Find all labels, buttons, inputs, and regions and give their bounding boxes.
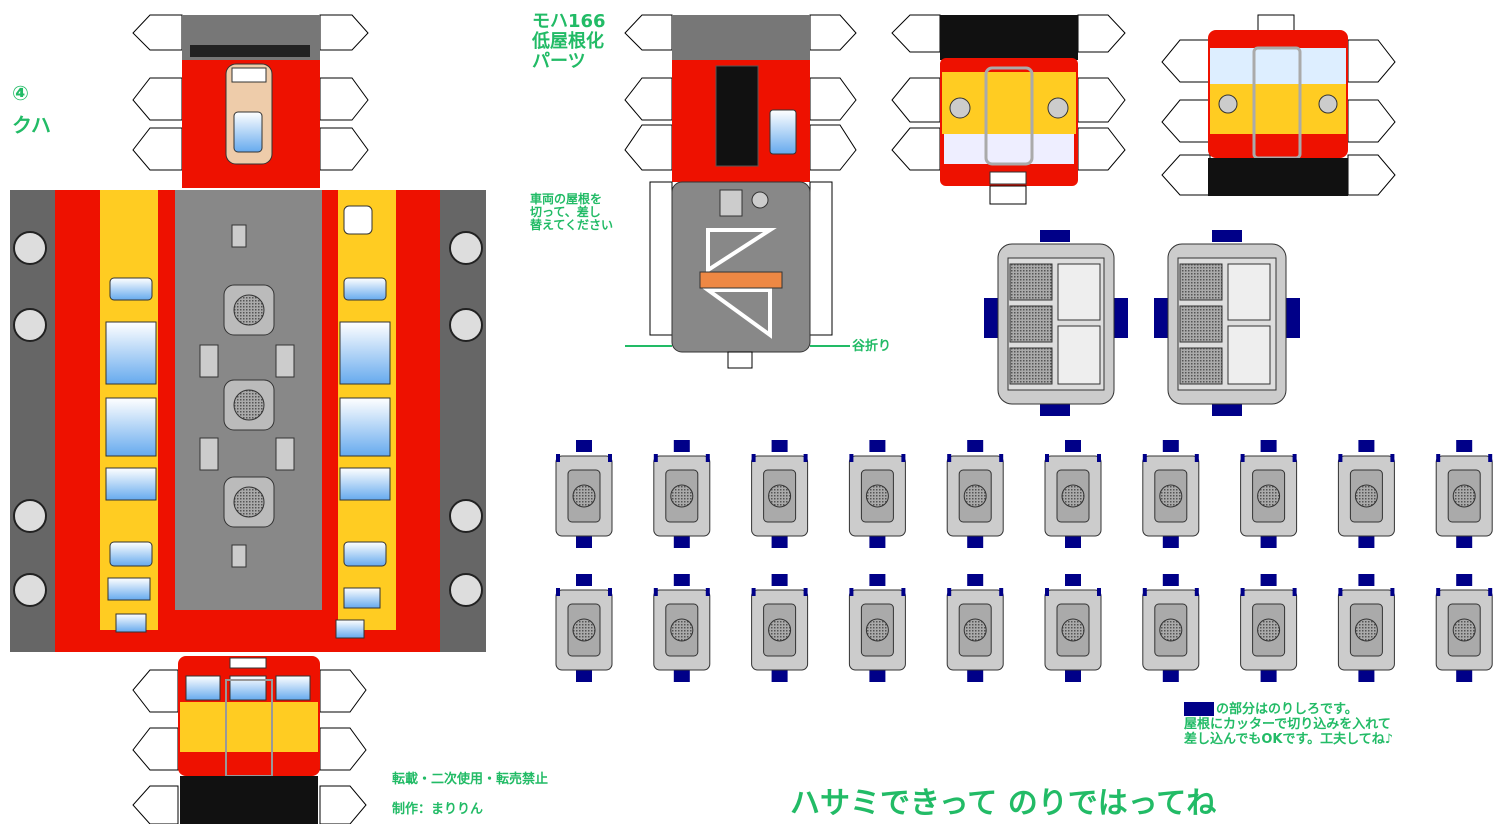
author-credit: 制作：まりりん [392,802,484,817]
bogie-part-icon [1435,440,1493,548]
glue-note: の部分はのりしろです。 屋根にカッターで切り込みを入れて 差し込んでもOKです。… [1184,702,1393,747]
bogie-part-icon [946,440,1004,548]
roof-instruction-line: 切って、差し [530,205,601,219]
roof-instruction-line: 車両の屋根を [530,192,603,206]
bogie-part-icon [1240,574,1298,682]
bogie-part-icon [555,440,613,548]
instruction-text: ハサミできって のりではってね [790,786,1217,821]
circle-number: ④ [12,81,29,105]
bogie-part-icon [751,574,809,682]
glue-note-line: の部分はのりしろです。 [1216,702,1358,717]
lowroof-title-line: モハ166 [532,11,606,32]
bogie-part-icon [848,574,906,682]
lowroof-title: モハ166 低屋根化 パーツ [532,12,606,72]
bogie-parts-grid [555,440,1493,682]
bogie-part-icon [848,440,906,548]
glue-swatch [1184,702,1214,716]
bogie-part-icon [1435,574,1493,682]
valley-fold-label: 谷折り [852,339,892,354]
lowroof-title-line: パーツ [532,51,586,72]
bogie-part-icon [1044,440,1102,548]
bogie-part-icon [555,574,613,682]
kuha-end-cap-top [132,14,369,188]
roof-part-icon-2 [1154,230,1300,416]
front-face-a [891,14,1126,205]
bogie-part-icon [1337,440,1395,548]
lowroof-title-line: 低屋根化 [532,31,604,52]
roof-vent-icon [223,284,275,528]
bogie-part-icon [653,574,711,682]
glue-note-line: 屋根にカッターで切り込みを入れて [1184,717,1391,732]
bogie-part-icon [751,440,809,548]
car-name: クハ [12,113,51,137]
bogie-part-icon [1044,574,1102,682]
front-face-b [1161,14,1396,196]
kuha-end-cap-bottom [132,656,367,824]
bogie-part-icon [1240,440,1298,548]
bogie-part-icon [1142,440,1200,548]
roof-part-icon [984,230,1128,416]
roof-instruction-line: 替えてください [530,218,614,232]
bogie-part-icon [946,574,1004,682]
bogie-part-icon [653,440,711,548]
bogie-part-icon [1142,574,1200,682]
roof-instruction: 車両の屋根を 切って、差し 替えてください [530,193,613,232]
lowroof-parts [624,14,857,369]
kuha-body-net [10,190,486,652]
copyright-notice: 転載・二次使用・転売禁止 [392,772,549,787]
bogie-part-icon [1337,574,1395,682]
glue-note-line: 差し込んでもOKです。工夫してね♪ [1184,732,1394,747]
